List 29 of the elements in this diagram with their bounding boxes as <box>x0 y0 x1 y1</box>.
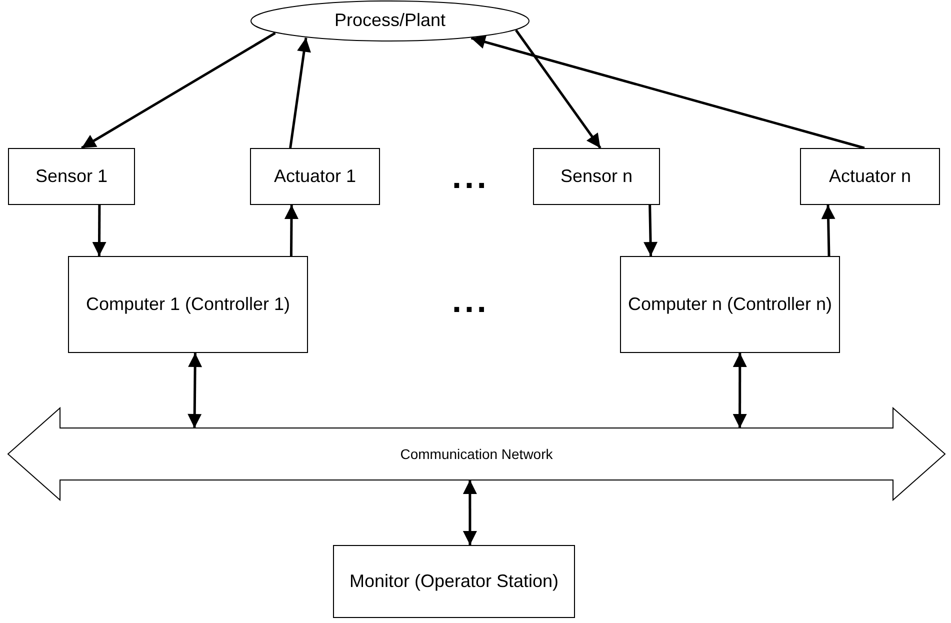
sensor-box <box>8 148 135 205</box>
arrow <box>470 35 865 150</box>
sensor-box <box>533 148 660 205</box>
arrow <box>284 205 298 256</box>
node-label: Monitor (Operator Station) <box>349 570 559 593</box>
node-label: Computer 1 (Controller 1) <box>86 292 290 316</box>
arrow <box>732 353 747 428</box>
node-label: Process/Plant <box>334 9 446 32</box>
arrow <box>821 204 836 256</box>
node-label: Sensor 1 <box>35 164 108 188</box>
monitor-box <box>333 545 575 618</box>
computer-box <box>68 256 308 353</box>
arrow <box>81 32 276 150</box>
node-label: Actuator n <box>828 164 912 188</box>
arrow <box>514 29 602 149</box>
node-label: Computer n (Controller n) <box>628 292 832 316</box>
arrow <box>188 352 202 428</box>
arrow <box>289 38 311 148</box>
node-label: Communication Network <box>400 444 553 464</box>
actuator-box <box>250 148 380 205</box>
node-label: Sensor n <box>560 164 633 188</box>
ellipsis-mark: ... <box>452 284 490 318</box>
ellipsis-mark: ... <box>452 160 490 194</box>
actuator-box <box>800 148 940 205</box>
computer-box <box>620 256 840 353</box>
arrow <box>644 204 658 256</box>
arrow <box>462 480 477 545</box>
arrow <box>92 205 106 256</box>
node-label: Actuator 1 <box>274 164 356 188</box>
